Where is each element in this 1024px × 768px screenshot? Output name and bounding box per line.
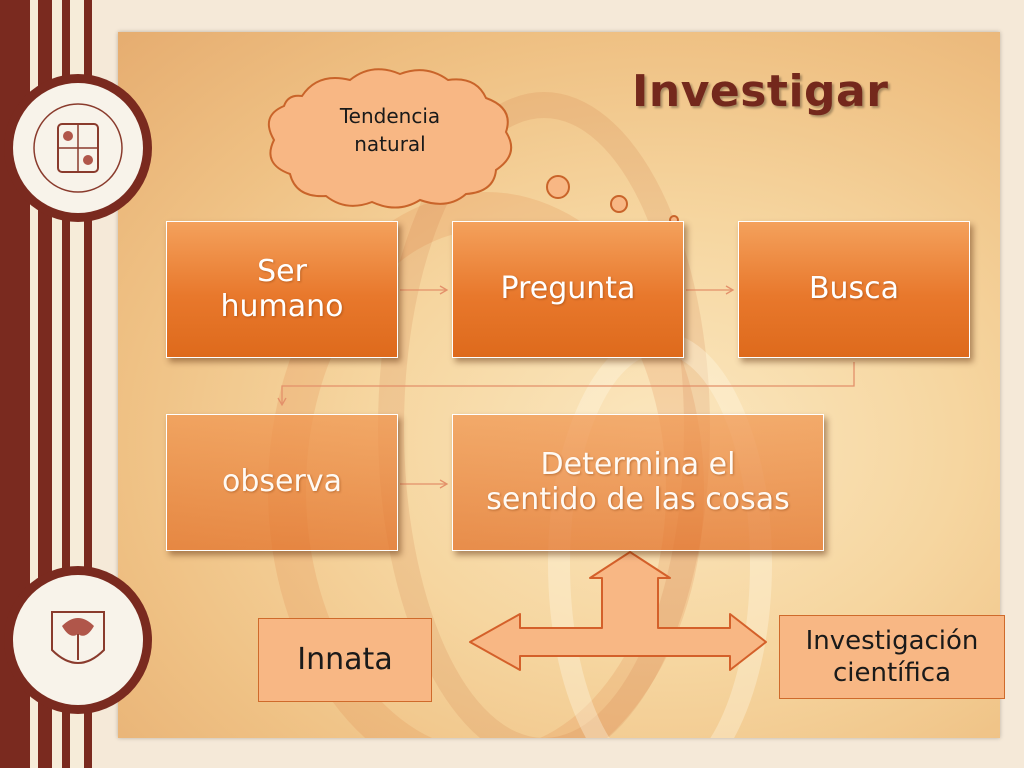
ser-humano-line-1: Ser [257, 254, 307, 289]
innata-label: Innata [297, 642, 393, 678]
busca-label: Busca [808, 271, 900, 307]
box-innata: Innata [258, 618, 432, 702]
band-stripe [30, 0, 38, 768]
box-determina: Determina el sentido de las cosas [452, 414, 824, 551]
box-ser-humano: Ser humano [166, 221, 398, 358]
pregunta-label: Pregunta [500, 271, 636, 307]
determina-line-1: Determina el [540, 447, 736, 482]
box-busca: Busca [738, 221, 970, 358]
band-stripe [62, 0, 70, 768]
band-stripe [84, 0, 92, 768]
thought-bubble-text: Tendencia natural [290, 102, 490, 158]
box-observa: observa [166, 414, 398, 551]
ser-humano-line-2: humano [220, 288, 344, 324]
band-stripe [52, 0, 62, 768]
observa-label: observa [222, 464, 342, 500]
box-investigacion-cientifica: Investigación científica [779, 615, 1005, 699]
determina-line-2: sentido de las cosas [486, 481, 790, 517]
slide-title: Investigar [632, 66, 889, 117]
band-stripe [70, 0, 84, 768]
thought-line-1: Tendencia [339, 104, 441, 128]
band-stripe [38, 0, 52, 768]
left-band [0, 0, 30, 768]
box-pregunta: Pregunta [452, 221, 684, 358]
investigacion-line-2: científica [832, 658, 951, 688]
investigacion-line-1: Investigación [805, 625, 979, 656]
thought-line-2: natural [354, 132, 426, 156]
